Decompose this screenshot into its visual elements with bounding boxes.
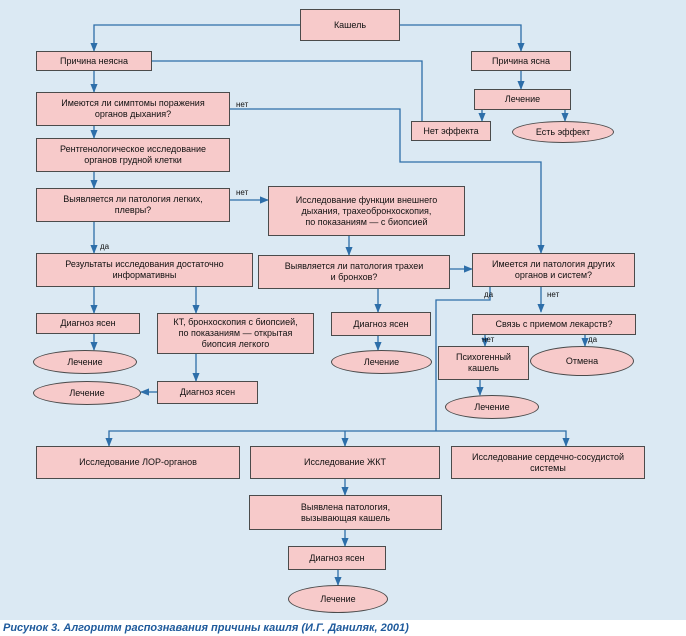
node-diagnosis-4: Диагноз ясен [288,546,386,570]
node-ent-study: Исследование ЛОР-органов [36,446,240,479]
node-ct-biopsy: КТ, бронхоскопия с биопсией, по показани… [157,313,314,354]
node-cancel: Отмена [530,346,634,376]
node-treatment-3: Лечение [33,381,141,405]
node-treatment-2: Лечение [33,350,137,374]
label-no-lung: нет [236,188,249,197]
node-treatment-6: Лечение [288,585,388,613]
label-no-other: нет [547,290,560,299]
node-cough: Кашель [300,9,400,41]
label-yes-drug: да [588,335,598,344]
node-diagnosis-1: Диагноз ясен [36,313,140,334]
flow-connectors [90,24,589,586]
figure-caption: Рисунок 3. Алгоритм распознавания причин… [3,622,409,634]
node-drug-link: Связь с приемом лекарств? [472,314,636,335]
node-diagnosis-3: Диагноз ясен [331,312,431,336]
node-diagnosis-2: Диагноз ясен [157,381,258,404]
node-xray: Рентгенологическое исследование органов … [36,138,230,172]
node-other-organs: Имеется ли патология других органов и си… [472,253,635,287]
label-no-symptoms: нет [236,100,249,109]
node-treatment-1: Лечение [474,89,571,110]
node-trachea-pathology: Выявляется ли патология трахеи и бронхов… [258,255,450,289]
node-treatment-4: Лечение [331,350,432,374]
node-effect: Есть эффект [512,121,614,143]
node-gi-study: Исследование ЖКТ [250,446,440,479]
node-treatment-5: Лечение [445,395,539,419]
node-cardio-study: Исследование сердечно-сосудистой системы [451,446,645,479]
node-psychogenic: Психогенный кашель [438,346,529,380]
node-lung-pathology: Выявляется ли патология легких, плевры? [36,188,230,222]
node-pathology-found: Выявлена патология, вызывающая кашель [249,495,442,530]
label-yes-other: да [484,290,494,299]
node-respiratory-symptoms: Имеются ли симптомы поражения органов ды… [36,92,230,126]
label-yes-lung: да [100,242,110,251]
node-no-effect: Нет эффекта [411,121,491,141]
label-no-drug: нет [482,335,495,344]
node-cause-unclear: Причина неясна [36,51,152,71]
node-results-informative: Результаты исследования достаточно инфор… [36,253,253,287]
node-cause-clear: Причина ясна [471,51,571,71]
node-function-study: Исследование функции внешнего дыхания, т… [268,186,465,236]
